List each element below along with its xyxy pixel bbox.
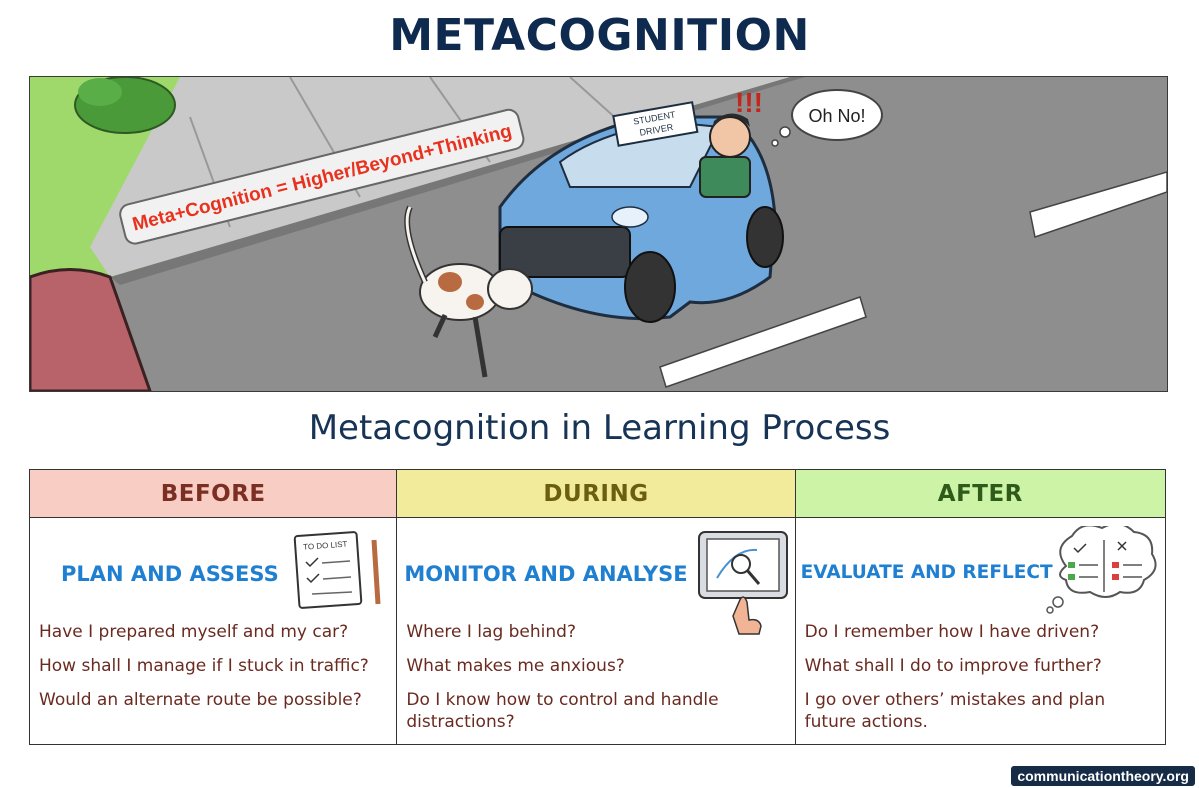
monitor-touch-icon xyxy=(698,531,789,635)
lane-mark-2 xyxy=(659,296,867,388)
question-during-2: What makes me anxious? xyxy=(406,656,625,676)
todo-list-label: TO DO LIST xyxy=(303,540,348,552)
question-during-1: Where I lag behind? xyxy=(406,622,576,642)
header-during: DURING xyxy=(397,470,795,518)
stage-evaluate-and-reflect: EVALUATE AND REFLECT xyxy=(800,562,1053,583)
scene-svg: Meta+Cognition = Higher/Beyond+Thinking … xyxy=(30,77,1167,391)
red-car-illustration xyxy=(30,268,152,391)
speech-text: Oh No! xyxy=(808,106,865,126)
illustration-scene: Meta+Cognition = Higher/Beyond+Thinking … xyxy=(29,76,1168,392)
column-after: AFTER EVALUATE AND REFLECT Do I remember… xyxy=(794,470,1165,744)
column-during: DURING MONITOR AND ANALYSE Where I lag b… xyxy=(396,470,795,744)
header-after: AFTER xyxy=(795,470,1165,518)
question-before-2: How shall I manage if I stuck in traffic… xyxy=(39,656,369,676)
brand-watermark: communicationtheory.org xyxy=(1011,766,1195,786)
todo-list-icon: TO DO LIST xyxy=(293,531,381,609)
question-before-3: Would an alternate route be possible? xyxy=(39,690,362,710)
page-title: METACOGNITION xyxy=(389,10,810,61)
stage-plan-and-assess: PLAN AND ASSESS xyxy=(61,562,279,586)
question-before-1: Have I prepared myself and my car? xyxy=(39,622,349,642)
question-after-3: I go over others’ mistakes and plan futu… xyxy=(804,690,1106,732)
header-before: BEFORE xyxy=(30,470,397,518)
thought-checklist-icon xyxy=(1045,526,1157,614)
speech-bubble: Oh No! xyxy=(771,89,883,147)
question-after-1: Do I remember how I have driven? xyxy=(804,622,1100,642)
dog-illustration xyxy=(404,205,533,378)
learning-process-table: BEFORE PLAN AND ASSESS TO DO LIST Have I… xyxy=(29,469,1166,745)
driver-illustration xyxy=(699,113,751,198)
bush-illustration xyxy=(74,77,176,134)
question-after-2: What shall I do to improve further? xyxy=(804,656,1102,676)
section-subtitle: Metacognition in Learning Process xyxy=(308,408,891,448)
column-before: BEFORE PLAN AND ASSESS TO DO LIST Have I… xyxy=(30,470,397,744)
question-during-3: Do I know how to control and handle dist… xyxy=(406,690,719,732)
lane-mark-1 xyxy=(1029,171,1167,238)
stage-monitor-and-analyse: MONITOR AND ANALYSE xyxy=(404,562,688,586)
exclaim-marks: !!! xyxy=(735,87,763,118)
